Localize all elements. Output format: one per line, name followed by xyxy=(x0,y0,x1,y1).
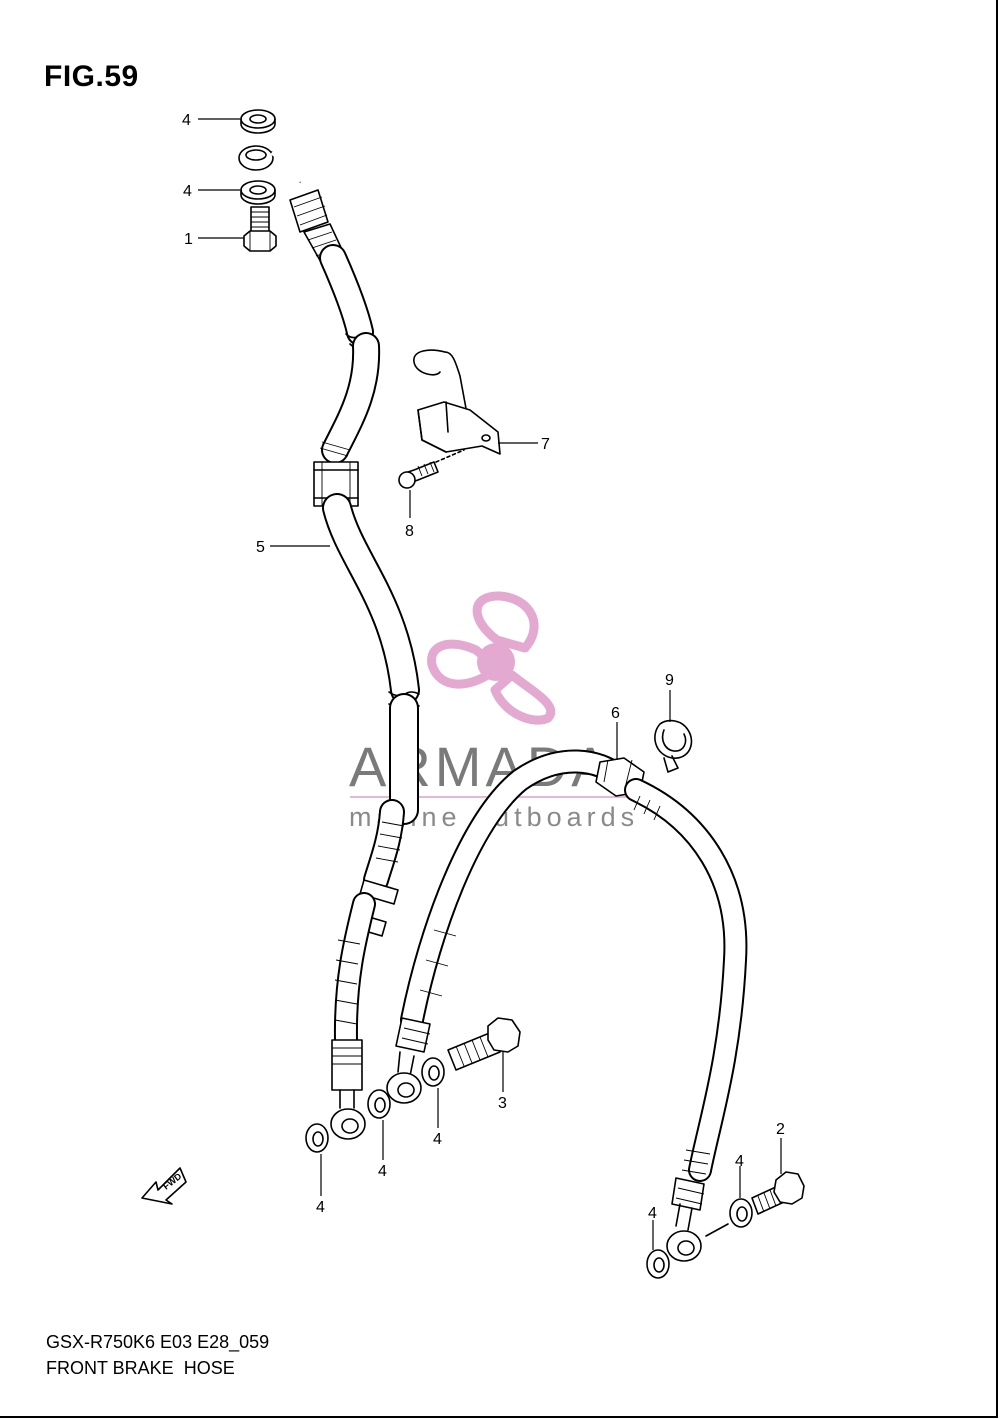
callout-7: 7 xyxy=(541,436,550,453)
banjo-fitting-top xyxy=(238,145,303,184)
brake-hose-upper xyxy=(289,189,420,1140)
callout-4: 4 xyxy=(648,1205,657,1222)
washer-caliper-2 xyxy=(367,1089,391,1119)
callout-3: 3 xyxy=(498,1095,507,1112)
hose-guide-bracket xyxy=(413,349,501,455)
washer-right-1 xyxy=(729,1198,753,1228)
callout-4: 4 xyxy=(316,1199,325,1216)
callout-4: 4 xyxy=(433,1131,442,1148)
callout-labels: 4 4 1 7 8 5 9 6 3 4 4 4 2 4 4 xyxy=(182,112,785,1222)
union-bolt-caliper xyxy=(447,1017,521,1071)
bracket-bolt xyxy=(398,449,465,489)
brake-hose-lower xyxy=(386,749,748,1262)
callout-2: 2 xyxy=(776,1121,785,1138)
washer-right-2 xyxy=(646,1249,670,1279)
callout-6: 6 xyxy=(611,705,620,722)
union-bolt-right xyxy=(751,1171,805,1215)
callout-4: 4 xyxy=(183,183,192,200)
figure-title: FIG.59 xyxy=(44,60,139,93)
callout-4: 4 xyxy=(182,112,191,129)
union-bolt-top xyxy=(243,206,277,252)
hose-clamp xyxy=(654,719,693,773)
callout-1: 1 xyxy=(184,231,193,248)
figure-code: GSX-R750K6 E03 E28_059 xyxy=(46,1332,270,1352)
callout-4: 4 xyxy=(735,1153,744,1170)
washer-top-2 xyxy=(240,180,276,205)
callout-9: 9 xyxy=(665,672,674,689)
washer-caliper-3 xyxy=(305,1123,329,1153)
callout-5: 5 xyxy=(256,539,265,556)
callout-8: 8 xyxy=(405,523,414,540)
fwd-arrow-icon: FWD xyxy=(141,1167,187,1205)
propeller-logo-icon xyxy=(427,591,556,725)
washer-top-1 xyxy=(240,109,276,134)
callout-4: 4 xyxy=(378,1163,387,1180)
figure-name: FRONT BRAKE HOSE xyxy=(46,1358,235,1378)
washer-caliper-1 xyxy=(421,1057,445,1087)
leader-lines xyxy=(198,118,782,1250)
